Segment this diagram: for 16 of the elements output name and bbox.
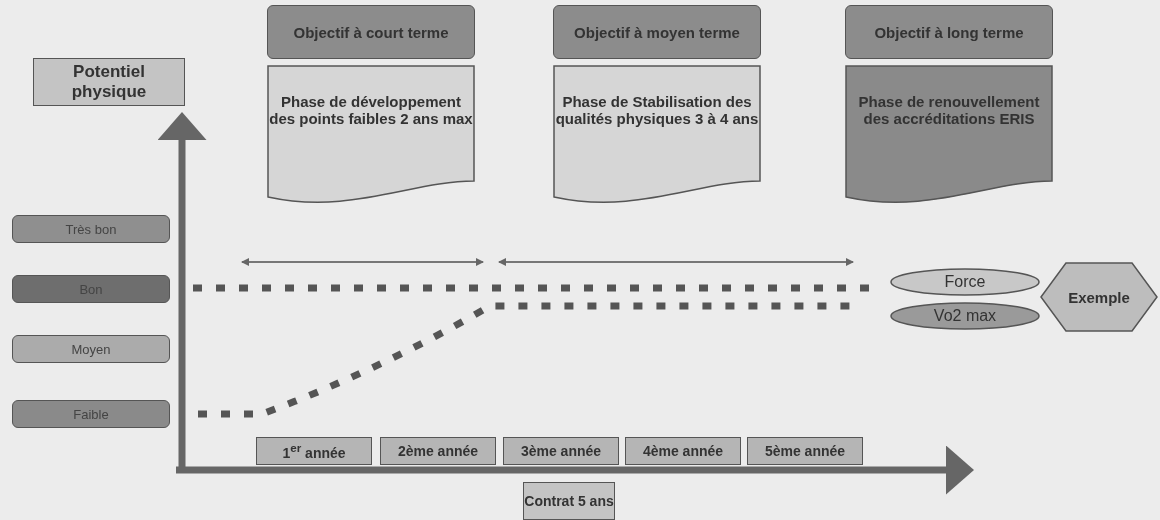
example-ellipse: Force bbox=[890, 268, 1040, 296]
objective-header: Objectif à moyen terme bbox=[553, 5, 761, 59]
year-box: 1$^{er}$ année bbox=[256, 437, 372, 465]
level-label: Très bon bbox=[12, 215, 170, 243]
objective-header: Objectif à court terme bbox=[267, 5, 475, 59]
year-box: 2ème année bbox=[380, 437, 496, 465]
objective-header: Objectif à long terme bbox=[845, 5, 1053, 59]
year-box: 5ème année bbox=[747, 437, 863, 465]
axis-title-box: Contrat 5 ans bbox=[523, 482, 615, 520]
example-ellipse: Vo2 max bbox=[890, 302, 1040, 330]
example-hexagon: Exemple bbox=[1040, 262, 1158, 332]
level-label: Moyen bbox=[12, 335, 170, 363]
year-box: 3ème année bbox=[503, 437, 619, 465]
level-label: Faible bbox=[12, 400, 170, 428]
year-box: 4ème année bbox=[625, 437, 741, 465]
axis-title-box: Potentiel physique bbox=[33, 58, 185, 106]
